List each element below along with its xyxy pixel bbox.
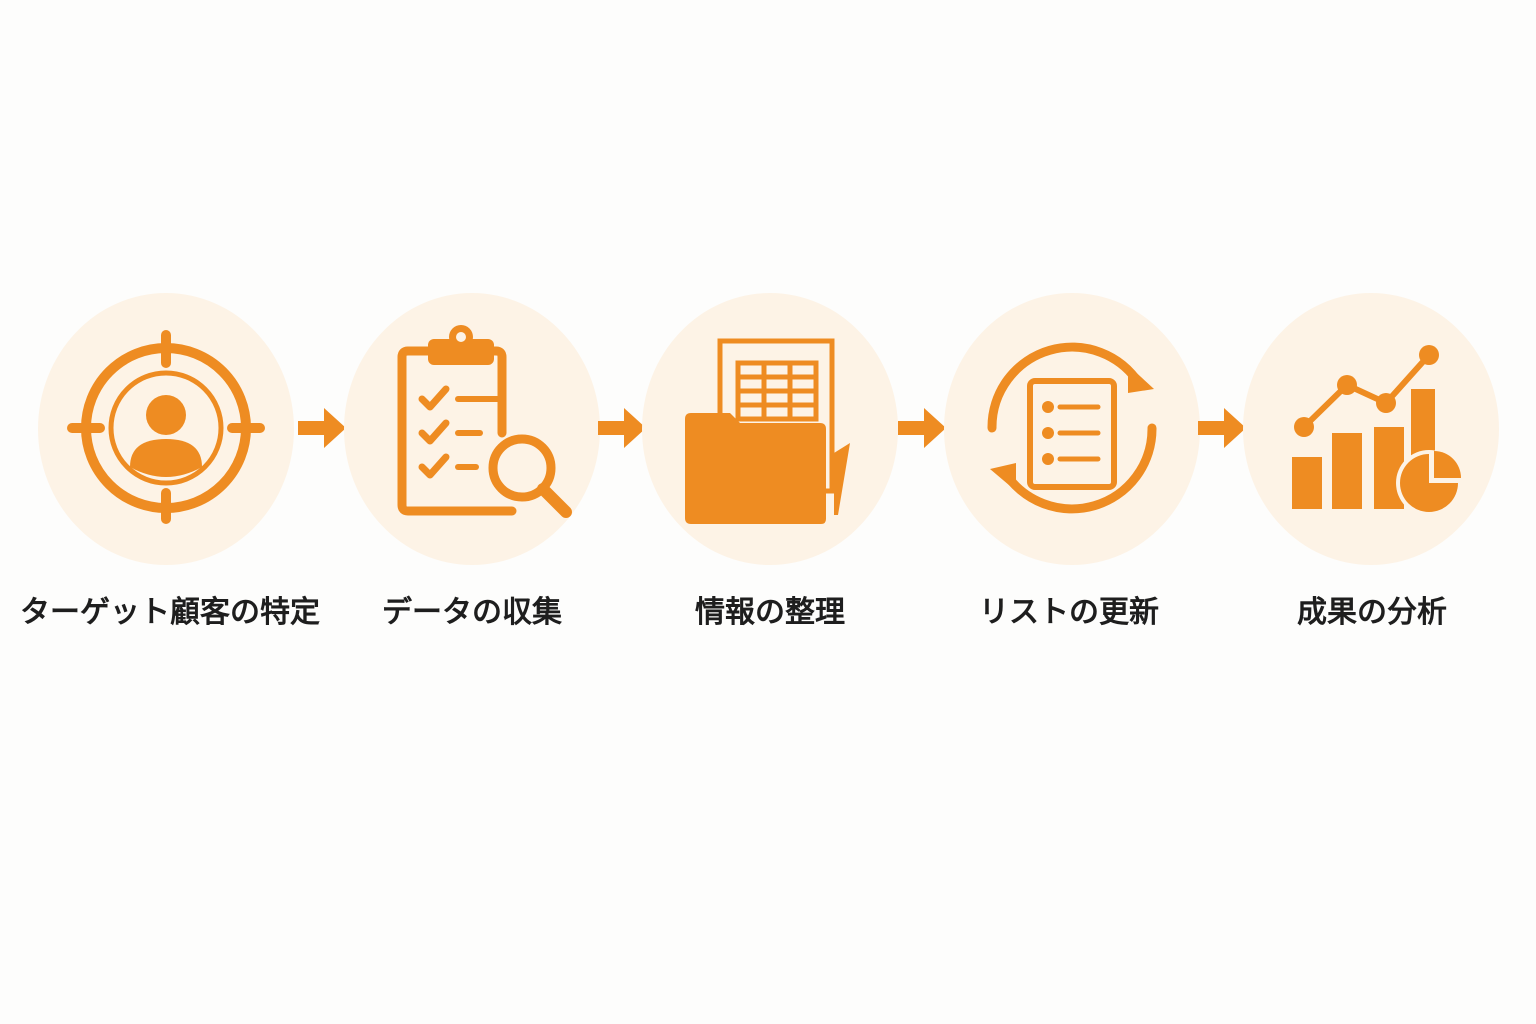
arrow-right-icon: [296, 404, 348, 452]
step-4-label: リストの更新: [979, 595, 1159, 630]
arrow-right-icon: [896, 404, 948, 452]
arrow-right-icon: [596, 404, 648, 452]
arrow-right-icon: [1196, 404, 1248, 452]
folder-spreadsheet-icon: [685, 338, 850, 524]
step-2-circle: [344, 293, 600, 565]
target-person-icon: [67, 330, 265, 524]
step-1-label: ターゲット顧客の特定: [20, 595, 320, 630]
step-2-label: データの収集: [382, 595, 562, 630]
step-4-circle: [944, 293, 1200, 565]
step-1-circle: [38, 293, 294, 565]
clipboard-search-icon: [397, 325, 572, 518]
step-3-label: 情報の整理: [695, 595, 845, 630]
refresh-list-icon: [987, 342, 1157, 514]
step-3-circle: [642, 293, 898, 565]
chart-analysis-icon: [1292, 345, 1462, 516]
step-5-label: 成果の分析: [1297, 595, 1447, 630]
step-5-circle: [1243, 293, 1499, 565]
